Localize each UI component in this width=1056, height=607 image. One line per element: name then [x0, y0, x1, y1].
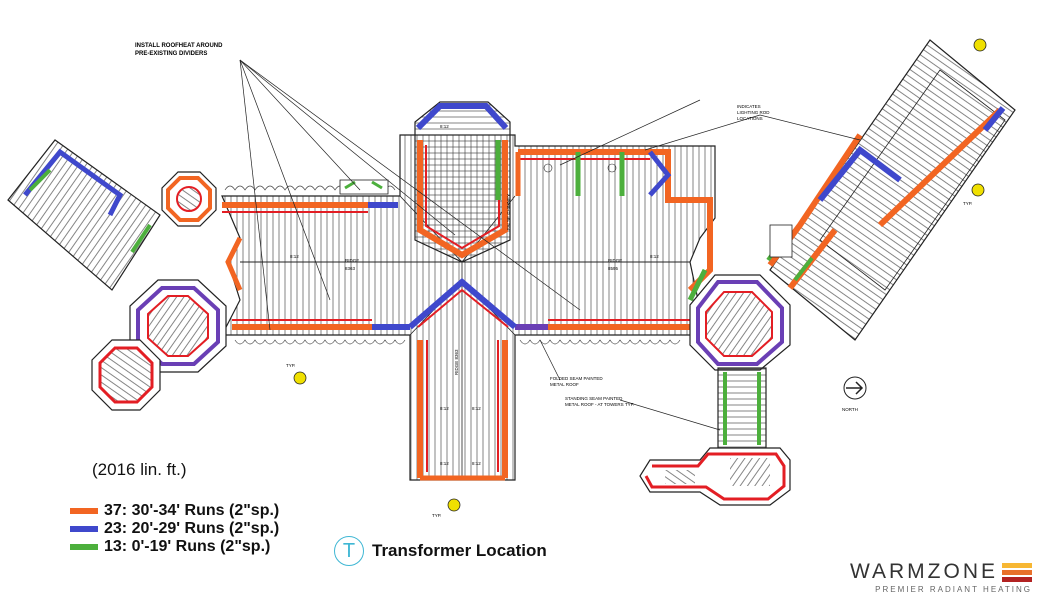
ridge-value-right: 8595: [608, 266, 619, 271]
typ-label-3: TYP.: [963, 201, 972, 206]
legend-label: 37: 30'-34' Runs (2"sp.): [104, 502, 280, 519]
legend-swatch-blue: [70, 526, 98, 532]
typ-label-1: TYP.: [286, 363, 295, 368]
false-chimney-label: FALSE CHIMNEY: [506, 194, 511, 230]
legend-label: 13: 0'-19' Runs (2"sp.): [104, 538, 271, 555]
central-pavilion: [414, 101, 511, 263]
brand-logo: WARMZONE PREMIER RADIANT HEATING: [850, 560, 1032, 594]
note-standing: STANDING SEAM PAINTED: [565, 396, 623, 401]
legend-swatch-orange: [70, 508, 98, 514]
ridge-label-right: RIDGE: [608, 258, 622, 263]
leader-lines: [239, 59, 861, 431]
dormers: [339, 179, 793, 258]
legend-item-short-runs: 13: 0'-19' Runs (2"sp.): [70, 538, 279, 556]
north-arrow-icon: [843, 376, 867, 400]
pitch-label-7: 8:12: [290, 254, 299, 259]
ridge-value-main: 8363: [345, 266, 356, 271]
heat-cable-runs-main: [222, 149, 713, 481]
lower-right-passage: [639, 367, 791, 506]
note-lightning-2: LIGHTING ROD: [737, 110, 770, 115]
north-label: NORTH: [842, 407, 858, 412]
tower-top-left: [161, 171, 217, 227]
legend-item-mid-runs: 23: 20'-29' Runs (2"sp.): [70, 520, 279, 538]
pitch-label-1: 8:12: [440, 406, 449, 411]
note-install-2: PRE-EXISTING DIVIDERS: [135, 51, 207, 57]
tower-right: [689, 274, 791, 371]
ridge-label-main: RIDGE: [345, 258, 359, 263]
brand-tagline: PREMIER RADIANT HEATING: [875, 585, 1032, 594]
left-wing: [7, 139, 161, 291]
ridge-label-vertical: RIDGE 8363: [454, 349, 459, 375]
note-folded: FOLDED SEAM PAINTED: [550, 376, 603, 381]
pitch-label-5: 8:12: [440, 124, 449, 129]
note-folded-2: METAL ROOF: [550, 382, 579, 387]
legend: (2016 lin. ft.) 37: 30'-34' Runs (2"sp.)…: [70, 460, 279, 556]
brand-bars-icon: [1002, 562, 1032, 583]
pitch-label-4: 8:12: [472, 461, 481, 466]
note-standing-2: METAL ROOF - AT TOWERS TYP.: [565, 402, 634, 407]
pitch-label-6: 8:12: [650, 254, 659, 259]
legend-item-long-runs: 37: 30'-34' Runs (2"sp.): [70, 502, 279, 520]
brand-name: WARMZONE: [849, 560, 998, 583]
tower-mid-left: [129, 279, 227, 373]
legend-swatch-green: [70, 544, 98, 550]
legend-label: 23: 20'-29' Runs (2"sp.): [104, 520, 280, 537]
pitch-label-2: 8:12: [472, 406, 481, 411]
lightning-rod-symbols: [293, 38, 987, 512]
note-install: INSTALL ROOFHEAT AROUND: [135, 43, 223, 49]
tower-bottom-left: [91, 339, 161, 411]
transformer-legend: T Transformer Location: [334, 536, 547, 566]
legend-total: (2016 lin. ft.): [92, 460, 187, 479]
typ-label-2: TYP.: [432, 513, 441, 518]
transformer-label: Transformer Location: [372, 541, 547, 560]
transformer-icon: T: [334, 536, 364, 566]
pitch-label-3: 8:12: [440, 461, 449, 466]
note-lightning: INDICATES: [737, 104, 761, 109]
note-lightning-3: LOCATIONS: [737, 116, 763, 121]
